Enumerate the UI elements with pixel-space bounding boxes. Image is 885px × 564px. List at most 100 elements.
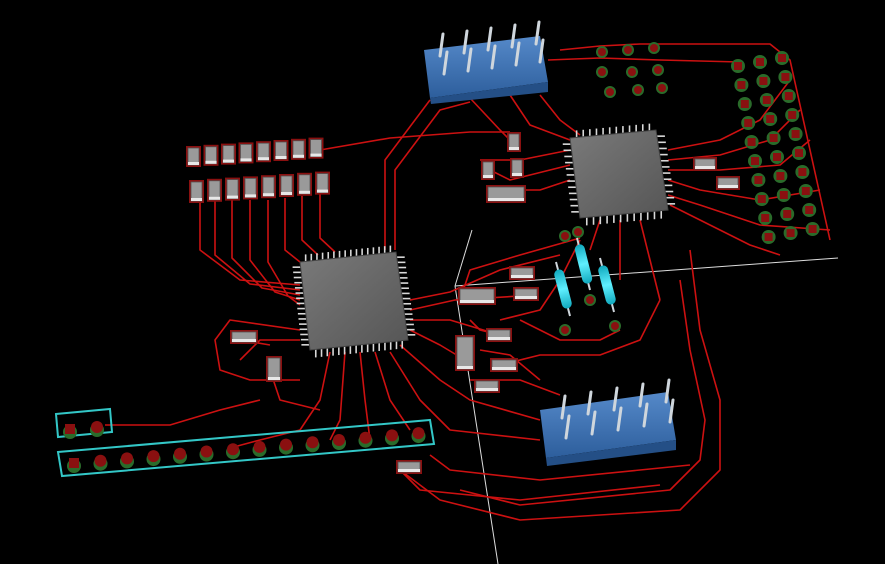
trace-52 (459, 237, 581, 301)
header-bottom[interactable] (540, 378, 676, 466)
axial-resistor (598, 257, 616, 313)
header-pin (514, 41, 521, 67)
header-pin (586, 390, 593, 416)
trace-11 (409, 254, 561, 301)
header-pin (590, 410, 597, 436)
led-pad (778, 70, 793, 84)
header-pad (279, 438, 293, 455)
led-pad (773, 169, 788, 183)
trace-22 (239, 339, 300, 361)
axial-resistor (574, 237, 593, 291)
smd-part-10 (455, 335, 475, 371)
via-res-4 (609, 320, 621, 332)
led-pad (737, 97, 752, 111)
via-top2-2 (656, 82, 668, 94)
header-pin (638, 382, 645, 408)
led-pad (753, 55, 767, 69)
trace-0 (199, 200, 301, 286)
led-pad (748, 154, 762, 168)
trace-27 (539, 94, 581, 136)
smd-resistor (297, 172, 312, 196)
trace-50 (105, 399, 261, 426)
header-pin (538, 38, 545, 64)
mcu-secondary[interactable] (562, 123, 676, 226)
smd-part-3 (486, 185, 526, 203)
header-pad (93, 454, 108, 471)
led-pad (781, 89, 796, 103)
header-pin (466, 47, 473, 73)
header-pad (173, 447, 187, 464)
trace-37 (669, 204, 781, 256)
trace-54 (499, 239, 581, 321)
pin-header-row[interactable] (56, 418, 436, 478)
trace-36 (667, 194, 831, 231)
led-pad (731, 59, 745, 73)
header-pad (226, 443, 240, 460)
trace-9 (384, 99, 431, 250)
header-pin (664, 378, 671, 404)
smd-resistor (221, 143, 236, 165)
via-res-1 (572, 226, 584, 238)
trace-48 (429, 454, 691, 481)
smd-part-6 (509, 266, 535, 280)
smd-resistor (279, 174, 294, 197)
trace-40 (589, 219, 601, 251)
trace-10 (394, 101, 471, 250)
header-pin (642, 402, 649, 428)
header-pin (462, 29, 469, 55)
trace-6 (301, 196, 319, 256)
led-pad (780, 207, 795, 221)
header-pin (560, 394, 567, 420)
smd-resistor (308, 137, 324, 159)
smd-part-8 (458, 287, 496, 305)
trace-43 (499, 299, 661, 366)
led-pad (734, 78, 749, 92)
smd-part-5 (716, 176, 740, 190)
smd-resistor (186, 146, 201, 167)
led-pad (763, 112, 778, 126)
header-pin (616, 406, 623, 432)
trace-32 (667, 79, 791, 151)
led-pad (756, 74, 771, 88)
smd-components[interactable] (230, 132, 740, 474)
smd-resistor (207, 178, 222, 202)
header-pin (612, 386, 619, 412)
trace-31 (547, 57, 741, 63)
axial-resistors[interactable] (553, 237, 617, 317)
led-pad (770, 150, 784, 164)
header-pin (510, 23, 517, 49)
trace-46 (479, 349, 541, 381)
smd-resistor (243, 176, 258, 200)
via-top-0 (596, 46, 608, 58)
led-pad-grid[interactable] (731, 51, 820, 244)
led-pad (766, 131, 781, 145)
trace-4 (267, 200, 301, 306)
header-pin (438, 32, 445, 58)
trace-38 (639, 219, 661, 301)
header-pad (358, 431, 373, 448)
header-pin (668, 398, 675, 424)
trace-30 (559, 43, 831, 241)
led-pad (802, 203, 817, 217)
header-pad (67, 458, 81, 473)
smd-part-15 (396, 460, 422, 474)
trace-1 (214, 200, 301, 291)
smd-part-1 (481, 160, 495, 180)
mcu-main[interactable] (292, 245, 416, 358)
smd-part-0 (507, 132, 521, 152)
smd-part-7 (513, 287, 539, 301)
trace-47 (399, 469, 661, 501)
pin-header-small[interactable] (54, 407, 114, 439)
header-top[interactable] (424, 20, 548, 104)
smd-resistor-array[interactable] (186, 137, 330, 203)
smd-resistor (291, 138, 306, 160)
trace-2 (231, 200, 301, 296)
smd-resistor (315, 171, 330, 195)
smd-part-9 (486, 328, 512, 342)
header-pin (534, 20, 541, 46)
via-pads (559, 42, 668, 336)
trace-5 (284, 198, 301, 263)
trace-44 (519, 319, 621, 341)
